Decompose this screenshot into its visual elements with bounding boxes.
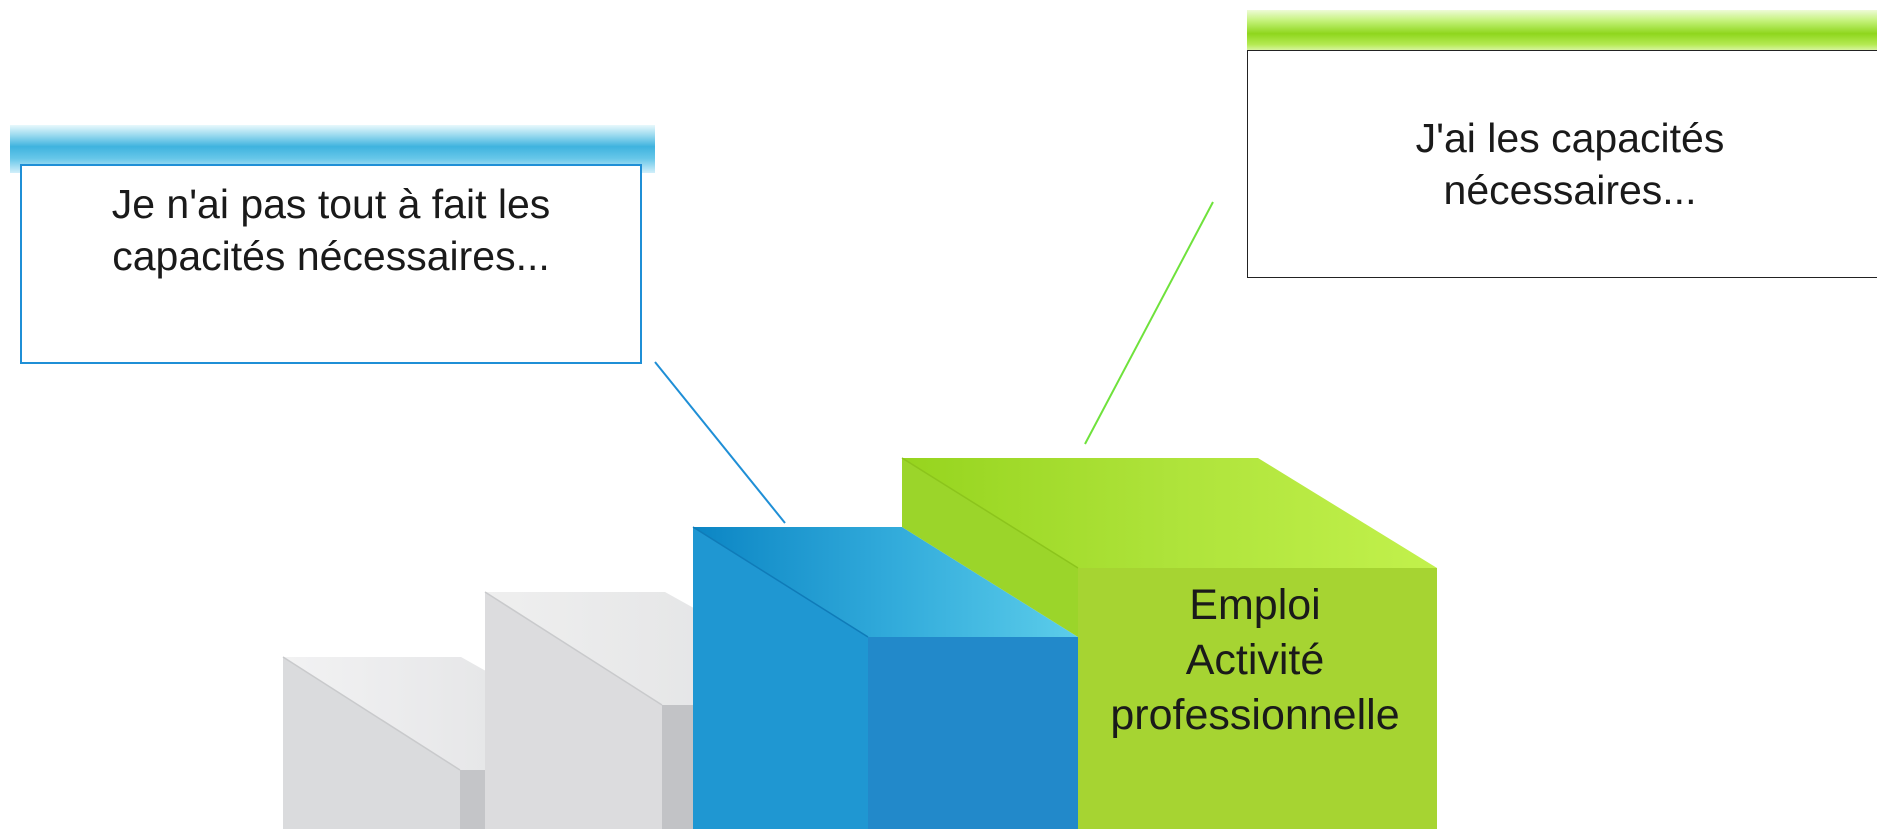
green-step-label-line-3: professionnelle — [1110, 691, 1400, 739]
step-3-side — [693, 527, 868, 829]
green-callout-header-bar — [1247, 10, 1877, 53]
step-3-top — [693, 527, 1078, 637]
step-1-side — [283, 657, 460, 829]
green-step-label-line-1: Emploi — [1189, 581, 1321, 629]
blue-connector-line — [654, 361, 786, 524]
step-4-side — [902, 458, 1078, 637]
green-step-label: Emploi Activité professionnelle — [1075, 578, 1435, 743]
green-connector-line — [1084, 201, 1214, 445]
green-callout-box — [1247, 50, 1877, 278]
blue-callout-box — [20, 164, 642, 364]
green-step-label-line-2: Activité — [1185, 636, 1325, 684]
step-4-top — [902, 458, 1437, 568]
green-callout-text: J'ai les capacités nécessaires... — [1415, 115, 1725, 213]
step-4 — [901, 457, 1437, 829]
step-3 — [692, 526, 1078, 829]
step-3-front — [868, 637, 1078, 829]
step-2-side — [485, 592, 662, 829]
blue-callout-text: Je n'ai pas tout à fait les capacités né… — [111, 181, 551, 279]
step-4-front — [1078, 568, 1437, 829]
